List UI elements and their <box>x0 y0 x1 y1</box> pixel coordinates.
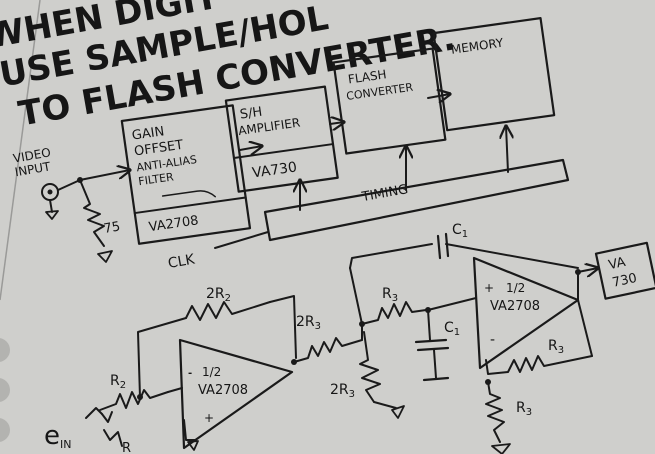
out-box-line-2: 730 <box>611 271 638 291</box>
opamp-1-minus: - <box>188 368 192 379</box>
c1-shunt-capacitor <box>414 338 450 352</box>
r3c-label: R3 <box>516 400 532 418</box>
c1-top-label: C1 <box>452 222 468 240</box>
opamp-1-half: 1/2 <box>202 365 221 379</box>
opamp-2-plus: + <box>484 281 494 295</box>
opamp-2-half: 1/2 <box>506 281 525 295</box>
gain-part: VA2708 <box>148 213 200 235</box>
sh-label: S/H <box>239 105 263 123</box>
r3-2-label: 2R3 <box>296 314 321 332</box>
video-input-label-2: INPUT <box>14 159 52 179</box>
opamp-1-icon <box>178 338 294 450</box>
opamp-2-minus: - <box>490 332 495 348</box>
ground-icon <box>97 250 113 263</box>
opamp-2-icon <box>472 256 580 370</box>
ground-icon <box>187 440 199 451</box>
r3-2b-label: 2R3 <box>330 382 355 400</box>
r2-label: R2 <box>110 373 126 391</box>
flash-label: FLASH <box>347 67 387 86</box>
gain-to-sh-arrow <box>239 146 262 150</box>
opamp-1-plus: + <box>204 411 214 425</box>
ground-icon <box>422 376 450 382</box>
flash-to-memory-arrow <box>427 94 450 98</box>
ground-icon <box>45 210 59 220</box>
clk-label: CLK <box>167 251 197 272</box>
output-va730-box: VA 730 <box>594 241 655 300</box>
r3-ground-resistor <box>485 381 505 443</box>
video-input-label-1: VIDEO <box>12 145 52 165</box>
r3-2-shunt-resistor <box>359 331 381 403</box>
termination-resistor <box>79 179 105 247</box>
c1-label: C1 <box>444 320 460 338</box>
r3-2-resistor <box>293 337 363 363</box>
gain-offset-block: GAIN OFFSET ANTI-ALIAS FILTER VA2708 <box>120 104 252 245</box>
r3b-label: R3 <box>548 338 564 356</box>
out-box-line-1: VA <box>607 255 627 273</box>
offset-label: OFFSET <box>133 138 184 160</box>
input-resistor-cut <box>103 429 123 447</box>
r2-feedback-label: 2R2 <box>206 286 231 304</box>
r-cut-label: R <box>122 441 131 454</box>
r2-resistor <box>99 389 169 411</box>
bnc-center-icon <box>47 189 53 195</box>
filter-circuit: eIN R R2 2R2 - 1/2 VA2708 + 2R3 2R3 <box>44 222 655 454</box>
ein-e: e <box>44 421 60 451</box>
ground-icon <box>491 443 511 454</box>
r2-feedback-resistor <box>185 301 271 321</box>
r3-resistor <box>361 301 427 325</box>
filter-label: FILTER <box>138 170 175 188</box>
ground-icon <box>391 405 405 419</box>
ein-sub: IN <box>60 438 71 451</box>
termination-value: 75 <box>103 219 122 237</box>
opamp-1-part: VA2708 <box>198 383 248 398</box>
ein-label: eIN <box>44 421 71 451</box>
video-input: VIDEO INPUT 75 <box>12 145 130 263</box>
sh-part: VA730 <box>251 159 298 181</box>
filter-curve-icon <box>161 190 217 198</box>
binder-holes <box>0 338 10 442</box>
opamp-2-part: VA2708 <box>490 299 540 314</box>
gain-label: GAIN <box>131 124 165 143</box>
r3-label: R3 <box>382 286 398 304</box>
r3-feedback-resistor <box>485 355 593 375</box>
margin-line <box>0 0 41 301</box>
